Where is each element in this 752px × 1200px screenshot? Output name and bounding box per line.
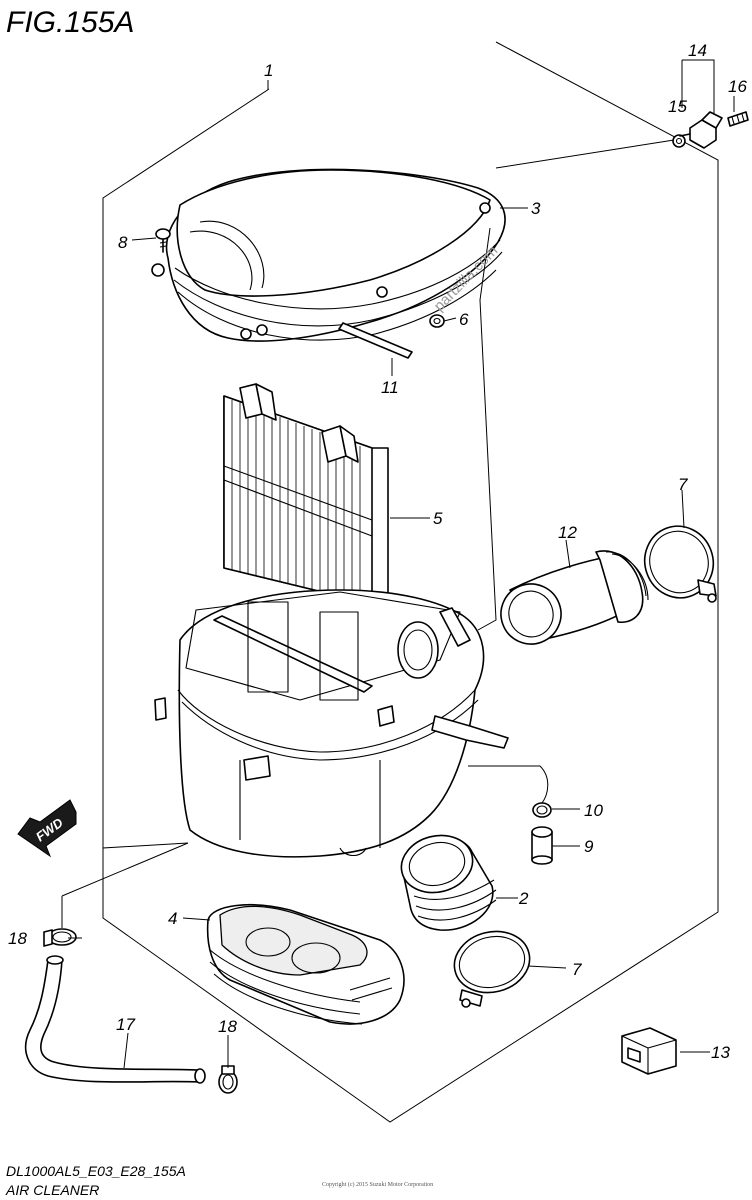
callout-16: 16 bbox=[728, 77, 747, 96]
seal-strip[interactable] bbox=[338, 322, 413, 359]
callout-2: 2 bbox=[518, 889, 529, 908]
hose-clip-lower[interactable] bbox=[218, 1065, 238, 1094]
air-filter-element[interactable] bbox=[223, 383, 389, 605]
drain-plug-icon[interactable] bbox=[531, 826, 553, 865]
air-cleaner-case[interactable] bbox=[154, 589, 509, 858]
grommet-icon[interactable] bbox=[429, 314, 445, 328]
callout-13: 13 bbox=[711, 1043, 730, 1062]
callout-8: 8 bbox=[118, 233, 128, 252]
sensor-connector[interactable] bbox=[621, 1027, 677, 1075]
callout-7-upper: 7 bbox=[678, 475, 688, 494]
hose-clip-upper[interactable] bbox=[43, 928, 77, 947]
assembly-outline bbox=[102, 41, 719, 1123]
callout-17: 17 bbox=[116, 1015, 135, 1034]
figure-name: AIR CLEANER bbox=[5, 1182, 99, 1198]
leader-lines bbox=[61, 59, 735, 1069]
callout-9: 9 bbox=[584, 837, 594, 856]
forward-direction-arrow: FWD bbox=[17, 799, 77, 858]
figure-code: DL1000AL5_E03_E28_155A bbox=[6, 1163, 186, 1179]
callout-6: 6 bbox=[459, 310, 469, 329]
air-cleaner-cap[interactable] bbox=[151, 168, 506, 342]
callout-3: 3 bbox=[531, 199, 541, 218]
drain-hose[interactable] bbox=[24, 955, 206, 1084]
resonator-cover[interactable] bbox=[206, 904, 405, 1025]
callout-1: 1 bbox=[264, 61, 273, 80]
callout-7-lower: 7 bbox=[572, 960, 582, 979]
callout-15: 15 bbox=[668, 97, 687, 116]
screw-icon[interactable] bbox=[155, 228, 171, 253]
intake-funnel[interactable] bbox=[493, 550, 649, 653]
callout-11: 11 bbox=[381, 378, 399, 397]
callout-18-lower: 18 bbox=[218, 1017, 237, 1036]
hose-clip-icon[interactable] bbox=[532, 802, 552, 818]
callout-12: 12 bbox=[558, 523, 577, 542]
hose-clamp-upper[interactable] bbox=[635, 517, 724, 608]
throttle-joint[interactable] bbox=[395, 828, 497, 931]
fine-print: Copyright (c) 2015 Suzuki Motor Corporat… bbox=[322, 1181, 433, 1188]
hose-clamp-lower[interactable] bbox=[448, 924, 536, 1008]
callout-5: 5 bbox=[433, 509, 443, 528]
callout-4: 4 bbox=[168, 909, 177, 928]
intake-sensor[interactable] bbox=[672, 111, 749, 149]
figure-title: FIG.155A bbox=[6, 6, 134, 39]
callout-10: 10 bbox=[584, 801, 603, 820]
callout-18-upper: 18 bbox=[8, 929, 27, 948]
callout-14: 14 bbox=[688, 41, 707, 60]
